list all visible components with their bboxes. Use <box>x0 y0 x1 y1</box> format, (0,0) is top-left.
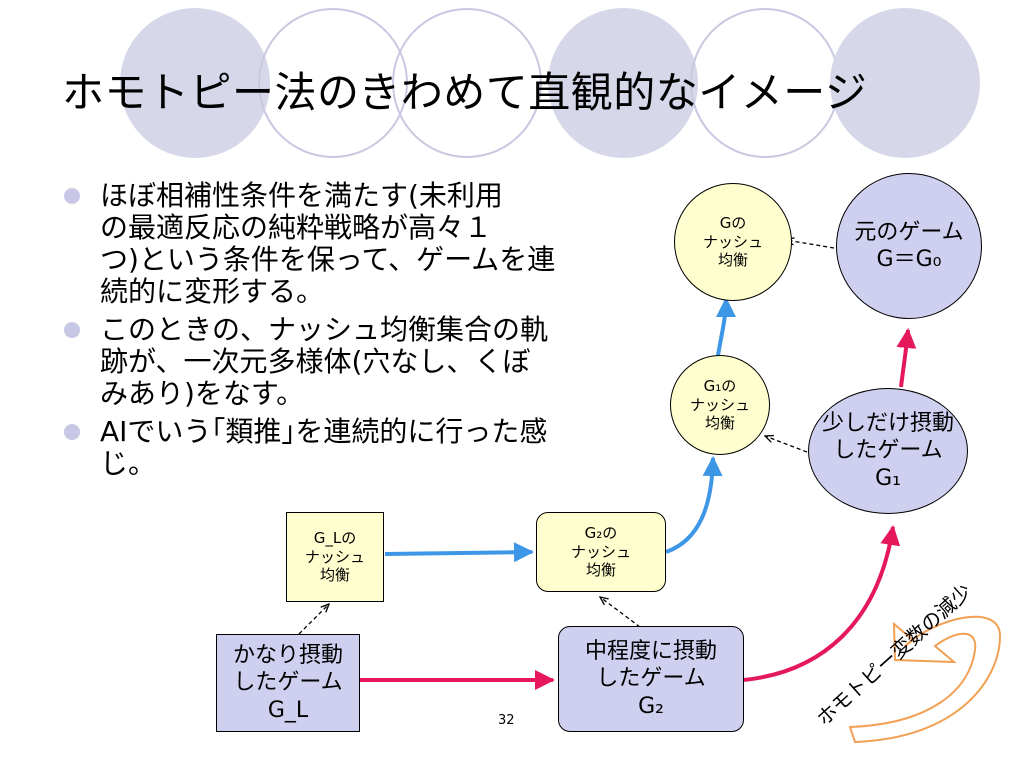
deco-circle-4 <box>548 8 698 158</box>
node-label: したゲーム <box>833 438 943 464</box>
deco-circle-6 <box>830 8 980 158</box>
bullet-line: AIでいう｢類推｣を連続的に行った感 <box>100 415 548 448</box>
node-label: ナッシュ <box>702 232 763 251</box>
magenta-path-arrow <box>896 328 917 388</box>
node-label: 均衡 <box>319 566 350 585</box>
deco-circle-1 <box>120 8 270 158</box>
slide-title: ホモトピー法のきわめて直観的なイメージ <box>62 68 868 117</box>
deco-circle-3 <box>392 8 542 158</box>
node-label: G₂の <box>584 523 618 542</box>
node-label: 少しだけ摂動 <box>821 410 954 436</box>
bullet-item: ほぼ相補性条件を満たす(未利用 の最適反応の純粋戦略が高々１ つ)という条件を保… <box>62 180 612 308</box>
bullet-line: 跡が、一次元多様体(穴なし、くぼ <box>100 345 531 378</box>
node-label: 均衡 <box>717 251 748 270</box>
bullet-line: の最適反応の純粋戦略が高々１ <box>100 211 493 244</box>
node-label: G_Lの <box>313 528 357 547</box>
node-label: G₂ <box>638 693 664 719</box>
original-game: 元のゲーム G＝G₀ <box>836 173 982 319</box>
node-label: G_L <box>267 697 309 723</box>
dashed-arrow <box>786 240 835 249</box>
bullet-list: ほぼ相補性条件を満たす(未利用 の最適反応の純粋戦略が高々１ つ)という条件を保… <box>62 180 612 486</box>
node-label: G₁の <box>703 376 737 395</box>
bullet-line: じ。 <box>100 447 157 480</box>
node-label: ナッシュ <box>304 547 365 566</box>
node-label: したゲーム <box>596 666 706 692</box>
bullet-dot-icon <box>64 188 80 204</box>
node-label: 均衡 <box>704 414 735 433</box>
slightly-perturbed-game: 少しだけ摂動 したゲーム G₁ <box>808 388 968 514</box>
bullet-line: ほぼ相補性条件を満たす(未利用 <box>100 179 503 212</box>
bullet-item: AIでいう｢類推｣を連続的に行った感 じ。 <box>62 416 612 480</box>
page-number: 32 <box>498 713 515 728</box>
bullet-dot-icon <box>64 424 80 440</box>
g1-nash-equilibrium: G₁の ナッシュ 均衡 <box>670 355 770 455</box>
medium-perturbed-game: 中程度に摂動 したゲーム G₂ <box>558 626 744 732</box>
node-label: 中程度に摂動 <box>584 638 717 664</box>
node-label: G＝G₀ <box>876 247 942 272</box>
dashed-arrow <box>765 436 808 453</box>
bullet-line: つ)という条件を保って、ゲームを連 <box>100 243 556 276</box>
node-label: Gの <box>719 213 747 232</box>
g2-nash-equilibrium: G₂の ナッシュ 均衡 <box>536 512 666 592</box>
gl-nash-equilibrium: G_Lの ナッシュ 均衡 <box>286 512 384 602</box>
blue-path-arrow <box>665 456 723 554</box>
homotopy-variable-label: ホモトピー変数の減少 <box>811 578 977 731</box>
dashed-arrow <box>298 604 329 635</box>
node-label: かなり摂動 <box>232 642 343 668</box>
blue-path-arrow <box>715 297 736 363</box>
blue-path-arrow <box>384 542 534 563</box>
node-label: ナッシュ <box>570 542 631 561</box>
bullet-item: このときの、ナッシュ均衡集合の軌 跡が、一次元多様体(穴なし、くぼ みあり)をな… <box>62 314 612 410</box>
node-label: 均衡 <box>585 561 616 580</box>
bullet-dot-icon <box>64 322 80 338</box>
node-label: G₁ <box>875 465 901 491</box>
node-label: したゲーム <box>233 670 343 696</box>
bullet-line: このときの、ナッシュ均衡集合の軌 <box>100 313 549 346</box>
dashed-arrow <box>600 597 641 628</box>
heavily-perturbed-game: かなり摂動 したゲーム G_L <box>216 634 360 732</box>
bullet-line: みあり)をなす。 <box>100 377 305 410</box>
bullet-line: 続的に変形する。 <box>100 275 325 308</box>
g-nash-equilibrium: Gの ナッシュ 均衡 <box>674 183 792 301</box>
node-label: ナッシュ <box>689 395 750 414</box>
node-label: 元のゲーム <box>854 219 964 245</box>
